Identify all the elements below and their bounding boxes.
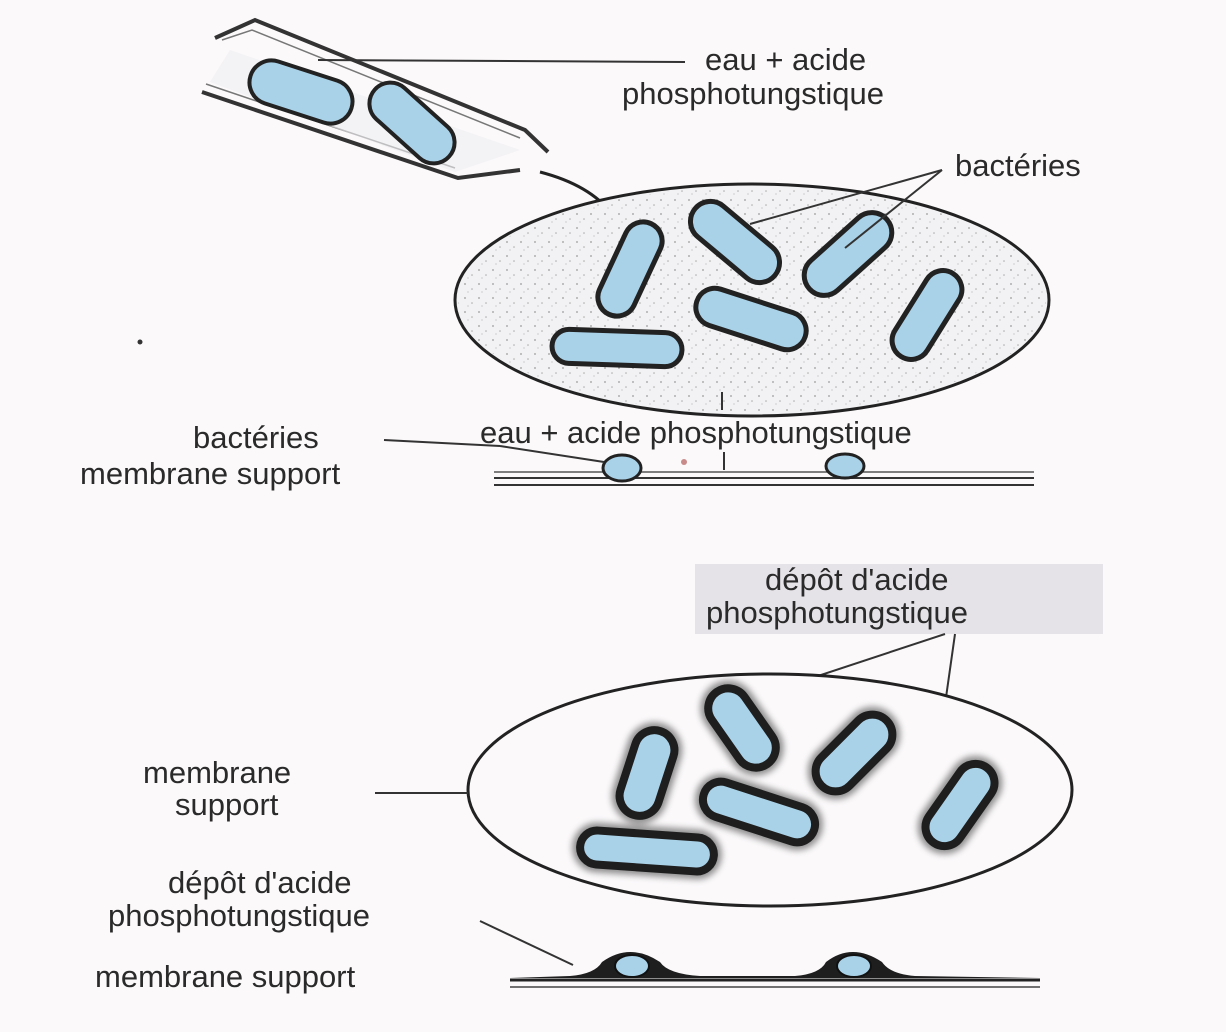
label-membrane-bottom: membrane support	[95, 959, 356, 994]
pipette	[202, 20, 618, 222]
label-deposit-top-line2: phosphotungstique	[706, 595, 968, 630]
bacterium-side-stained	[837, 955, 871, 977]
label-bacteria-mid: bactéries	[193, 420, 319, 455]
bacterium	[551, 329, 682, 368]
stained-bacterium	[579, 829, 715, 872]
stained-membrane-top-view	[468, 669, 1072, 906]
label-deposit-bottom-line1: dépôt d'acide	[168, 865, 351, 900]
bacterium-side	[826, 454, 864, 478]
leader-pipette	[318, 60, 685, 62]
label-pipette-line2: phosphotungstique	[622, 76, 884, 111]
membrane-side-view-1	[494, 454, 1034, 485]
speck	[138, 340, 143, 345]
droplet-top-view	[455, 184, 1049, 416]
label-membrane-left-line1: membrane	[143, 755, 291, 790]
bacterium-side-stained	[615, 955, 649, 977]
label-deposit-top-line1: dépôt d'acide	[765, 562, 948, 597]
label-liquid-mid: eau + acide phosphotungstique	[480, 415, 912, 450]
membrane-side-view-2	[510, 952, 1040, 987]
leader-deposit-bottom	[480, 921, 573, 965]
label-membrane-mid: membrane support	[80, 456, 341, 491]
bacterium-side	[603, 455, 641, 481]
label-bacteria-top: bactéries	[955, 148, 1081, 183]
label-deposit-bottom-line2: phosphotungstique	[108, 898, 370, 933]
label-pipette-line1: eau + acide	[705, 42, 866, 77]
label-membrane-left-line2: support	[175, 787, 279, 822]
